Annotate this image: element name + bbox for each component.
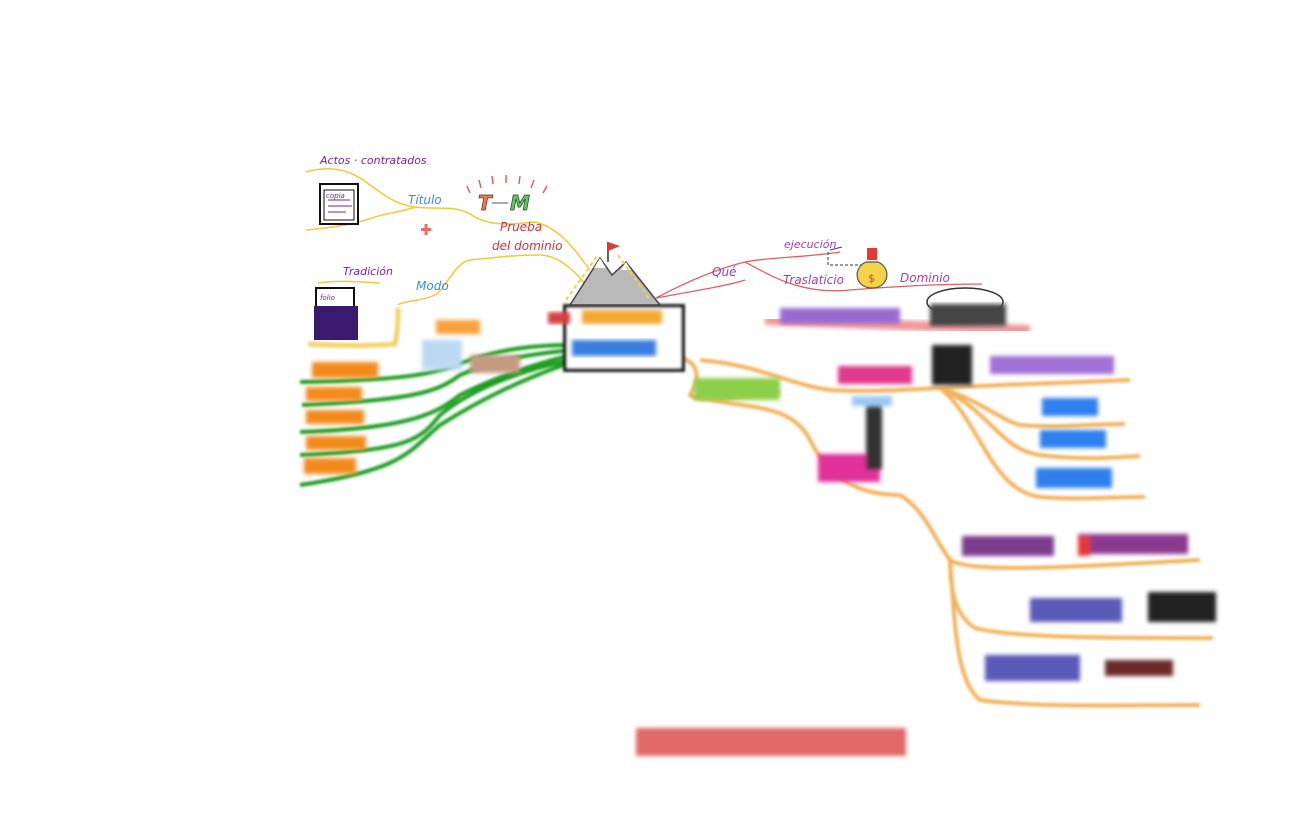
plus-icon [421,224,431,235]
label-dominio: del dominio [492,239,562,253]
gold-branches [305,168,591,306]
red-branches [655,251,983,299]
label-tm-m: M [510,191,530,215]
mountain-flag-icon [565,242,662,306]
folder-icon [314,287,358,340]
label-traslaticio: Traslaticio [783,273,844,287]
orange-branches [679,356,1214,708]
label-prueba: Prueba [500,220,542,234]
label-dominio-right: Dominio [900,271,950,285]
gold-stroke-thick [307,307,401,348]
right-blocks [636,308,1216,756]
svg-text:$: $ [868,272,875,285]
center-node [548,242,685,372]
left-blocks [304,320,520,474]
green-branches [299,343,573,487]
label-titulo: Título [408,193,442,207]
document-icon [319,183,359,225]
label-folio: folio [320,294,335,302]
label-tm-t: T [478,191,493,215]
label-actos: Actos · contratados [319,154,427,167]
speech-bubble-icon [926,287,1006,326]
label-modo: Modo [416,279,449,293]
money-bag-icon: $ [856,248,888,289]
label-tradicion: Tradición [343,265,393,278]
label-ejecucion: ejecución [784,238,836,251]
tm-rays [466,175,548,204]
label-que: Qué [712,265,736,279]
label-copia: copia [326,192,345,200]
